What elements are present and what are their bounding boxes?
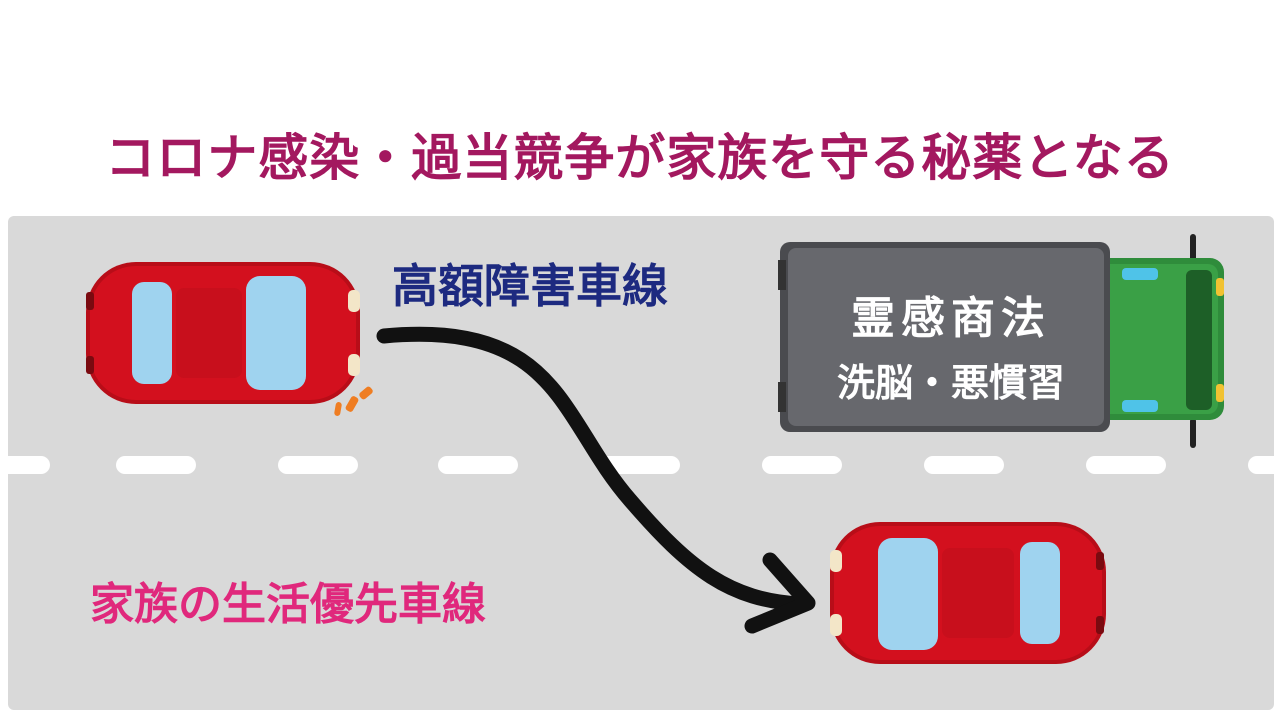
curved-arrow-icon [376, 326, 816, 634]
lane-dash [278, 456, 358, 474]
truck-label-primary: 霊感商法 [851, 293, 1051, 344]
truck-icon [778, 234, 1224, 448]
lane-dash [1086, 456, 1166, 474]
red-car-icon [86, 262, 360, 404]
lane-dash [1248, 456, 1280, 474]
turn-signal-icon [334, 386, 373, 416]
lane-dash [116, 456, 196, 474]
page-title: コロナ感染・過当競争が家族を守る秘薬となる [105, 129, 1175, 187]
red-car-icon [830, 522, 1106, 664]
truck-label-secondary: 洗脳・悪慣習 [836, 361, 1065, 405]
lane-dash [600, 456, 680, 474]
lane-dash [762, 456, 842, 474]
lane-dash [0, 456, 50, 474]
lane-dash [924, 456, 1004, 474]
high-cost-lane-label: 高額障害車線 [392, 259, 668, 313]
lane-dash [438, 456, 518, 474]
family-priority-lane-label: 家族の生活優先車線 [90, 579, 486, 630]
